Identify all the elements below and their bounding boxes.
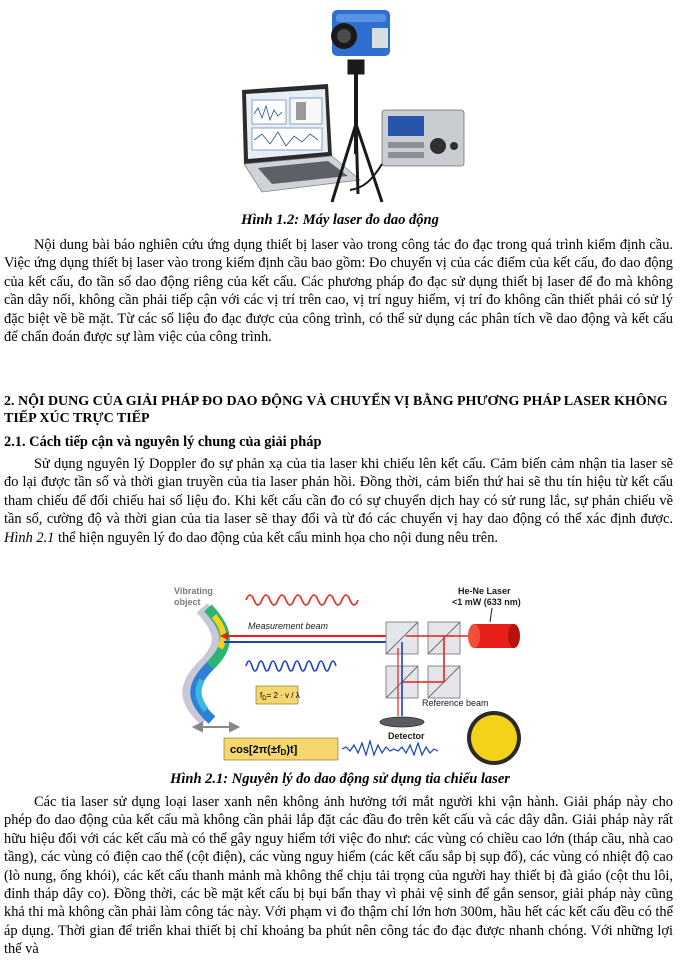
laser-label-2: <1 mW (633 nm) [452, 597, 521, 607]
cos-formula: cos[2π(±fD)t] [230, 744, 298, 757]
vibrating-object-label-1: Vibrating [174, 586, 213, 596]
paragraph-principle-text: Sử dụng nguyên lý Doppler đo sự phản xạ … [4, 456, 673, 528]
fd-formula: fD= 2 · v / λ [260, 691, 300, 702]
figure-1-caption: Hình 1.2: Máy laser đo dao động [241, 212, 439, 228]
laser-head-illustration [331, 10, 390, 56]
section-2-heading: 2. NỘI DUNG CỦA GIẢI PHÁP ĐO DAO ĐỘNG VÀ… [4, 394, 668, 426]
paragraph-principle: Sử dụng nguyên lý Doppler đo sự phản xạ … [4, 455, 673, 547]
laser-label-1: He-Ne Laser [458, 586, 511, 596]
cable [349, 163, 383, 191]
detector-disc [379, 716, 425, 728]
detector-zoom-face [471, 715, 517, 761]
measurement-beam-label: Measurement beam [248, 621, 329, 631]
laptop-illustration [242, 84, 361, 193]
fd-formula-box [255, 685, 299, 705]
emitted-wave [245, 594, 359, 606]
paragraph-principle-tail: thể hiện nguyên lý đo dao động của kết c… [57, 529, 498, 546]
vibrating-object-shape [182, 603, 230, 726]
figure-2-1-caption: Hình 2.1: Nguyên lý đo dao động sử dụng … [170, 771, 510, 787]
doppler-principle-diagram: Vibrating object Measurement beam fD= 2 … [174, 586, 528, 768]
reference-beam-label: Reference beam [422, 698, 489, 708]
section-2-1-heading: 2.1. Cách tiếp cận và nguyên lý chung củ… [4, 434, 322, 450]
controller-box-illustration [381, 109, 465, 167]
he-ne-laser-source [468, 624, 520, 648]
vibration-direction-arrow [191, 721, 241, 733]
laser-vibrometer-photo [242, 10, 465, 203]
beat-signal [341, 738, 439, 758]
cos-formula-box [223, 737, 339, 761]
figure-2-1-reference: Hình 2.1 [4, 529, 55, 546]
paragraph-intro: Nội dung bài báo nghiên cứu ứng dụng thi… [4, 237, 673, 346]
vibrating-object-label-2: object [174, 597, 201, 607]
paragraph-advantages: Các tia laser sử dụng loại laser xanh nê… [4, 794, 673, 958]
detector-label: Detector [388, 731, 425, 741]
reflected-wave [245, 660, 337, 672]
tripod-illustration [330, 59, 384, 203]
